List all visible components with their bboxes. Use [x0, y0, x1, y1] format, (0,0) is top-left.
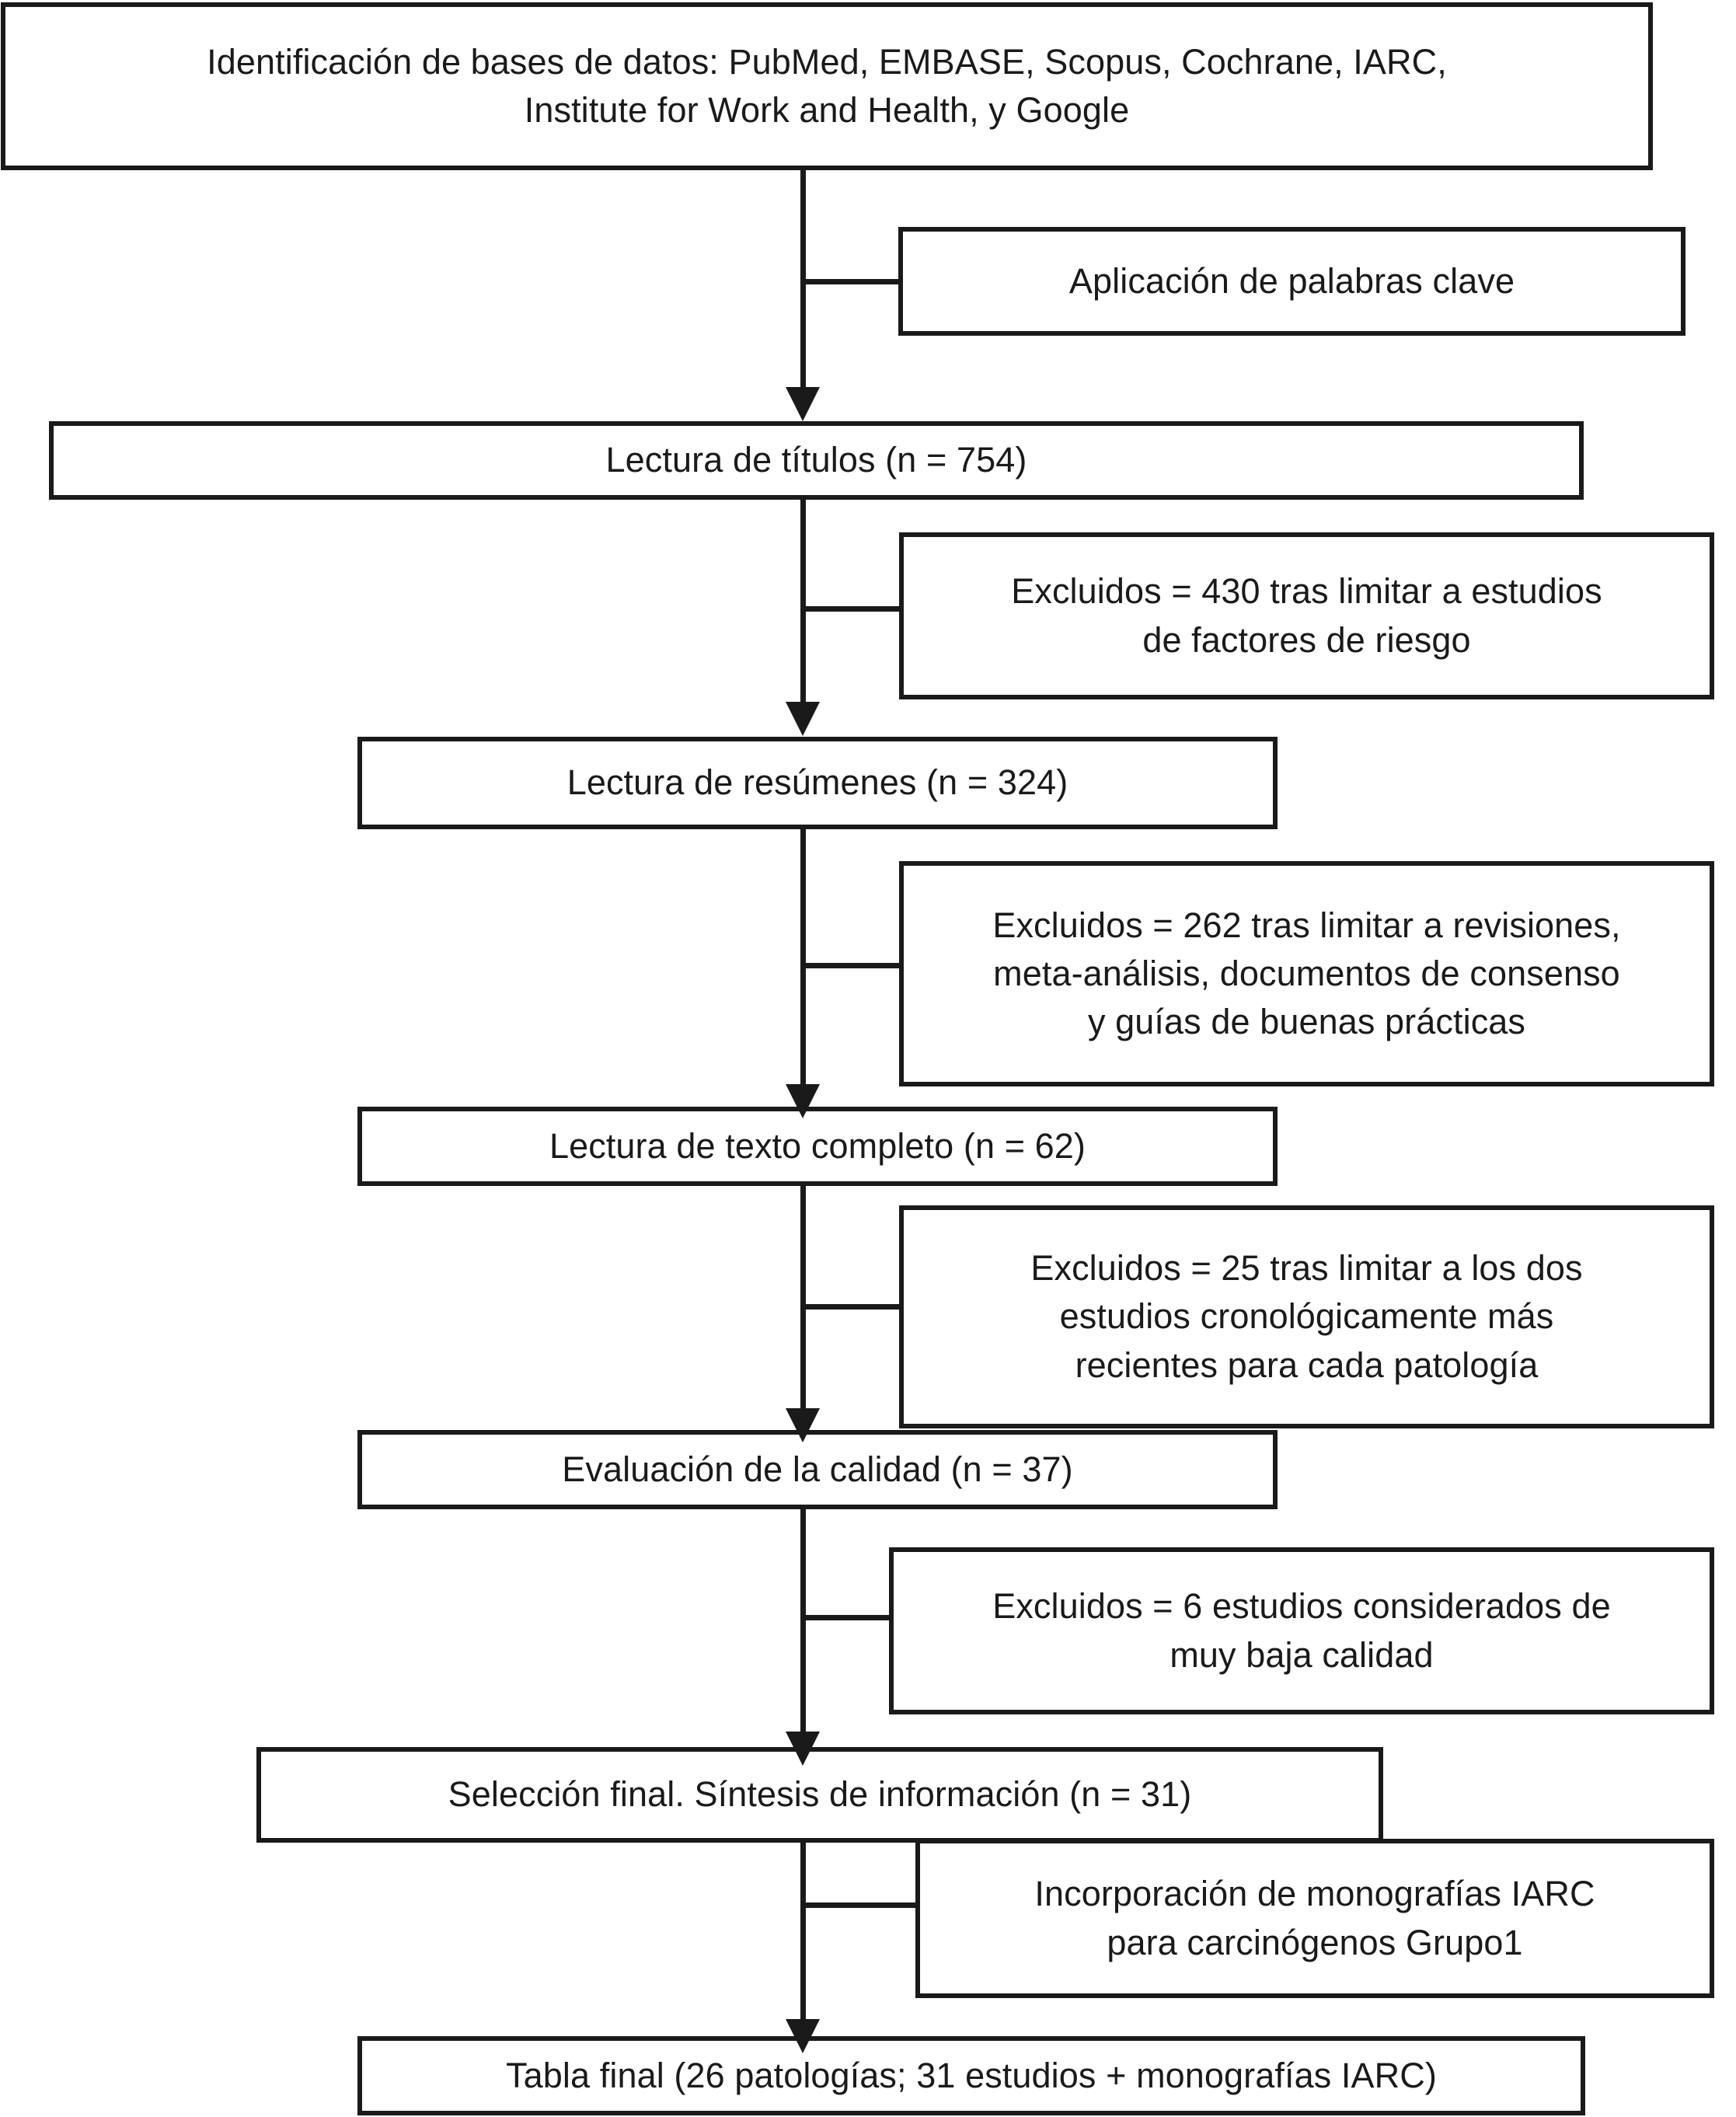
node-identificacion-label: Identificación de bases de datos: PubMed… [207, 41, 1447, 130]
node-tabla-final: Tabla final (26 patologías; 31 estudios … [357, 2036, 1585, 2115]
node-excluidos-262: Excluidos = 262 tras limitar a revisione… [899, 861, 1714, 1086]
node-excluidos-430: Excluidos = 430 tras limitar a estudios … [899, 532, 1714, 699]
node-excluidos-6-label: Excluidos = 6 estudios considerados de m… [992, 1586, 1611, 1675]
connector-titulos-to-resumenes [800, 500, 806, 703]
connector-to-monografias-iarc [800, 1903, 919, 1908]
arrowhead-to-tabla-final [786, 2019, 820, 2053]
connector-seleccion-final-to-tabla-final [800, 1843, 806, 2021]
node-lectura-resumenes-label: Lectura de resúmenes (n = 324) [566, 762, 1068, 803]
connector-to-excluidos-6 [800, 1615, 894, 1620]
connector-texto-completo-to-evaluacion [800, 1186, 806, 1410]
connector-evaluacion-to-seleccion-final [800, 1509, 806, 1733]
node-aplicacion-palabras-clave: Aplicación de palabras clave [898, 227, 1685, 336]
node-evaluacion-calidad: Evaluación de la calidad (n = 37) [357, 1430, 1278, 1509]
node-seleccion-final: Selección final. Síntesis de información… [256, 1747, 1383, 1843]
connector-to-excluidos-262 [800, 963, 904, 968]
node-lectura-resumenes: Lectura de resúmenes (n = 324) [357, 737, 1278, 829]
node-excluidos-25: Excluidos = 25 tras limitar a los dos es… [899, 1205, 1714, 1428]
arrowhead-to-seleccion-final [786, 1732, 820, 1766]
connector-to-excluidos-25 [800, 1304, 904, 1310]
node-tabla-final-label: Tabla final (26 patologías; 31 estudios … [506, 2055, 1437, 2095]
arrowhead-to-lectura-texto-completo [786, 1084, 820, 1118]
node-excluidos-430-label: Excluidos = 430 tras limitar a estudios … [1011, 571, 1602, 660]
node-evaluacion-calidad-label: Evaluación de la calidad (n = 37) [562, 1449, 1073, 1489]
node-lectura-titulos-label: Lectura de títulos (n = 754) [605, 440, 1027, 480]
node-lectura-texto-completo: Lectura de texto completo (n = 62) [357, 1107, 1278, 1186]
arrowhead-to-lectura-titulos [786, 387, 820, 421]
arrowhead-to-lectura-resumenes [786, 702, 820, 736]
node-excluidos-6: Excluidos = 6 estudios considerados de m… [889, 1547, 1714, 1714]
node-seleccion-final-label: Selección final. Síntesis de información… [448, 1774, 1192, 1815]
connector-to-excluidos-430 [800, 606, 904, 612]
connector-resumenes-to-texto-completo [800, 829, 806, 1086]
node-palabras-clave-label: Aplicación de palabras clave [1068, 260, 1515, 301]
node-lectura-titulos: Lectura de títulos (n = 754) [49, 421, 1584, 500]
node-excluidos-262-label: Excluidos = 262 tras limitar a revisione… [992, 905, 1621, 1042]
node-monografias-iarc-label: Incorporación de monografías IARC para c… [1034, 1874, 1595, 1962]
node-excluidos-25-label: Excluidos = 25 tras limitar a los dos es… [1030, 1248, 1583, 1385]
connector-to-palabras-clave [800, 279, 901, 284]
node-identificacion-bases-datos: Identificación de bases de datos: PubMed… [1, 2, 1653, 170]
node-monografias-iarc: Incorporación de monografías IARC para c… [915, 1839, 1714, 1998]
node-lectura-texto-completo-label: Lectura de texto completo (n = 62) [549, 1125, 1086, 1166]
arrowhead-to-evaluacion-calidad [786, 1408, 820, 1442]
